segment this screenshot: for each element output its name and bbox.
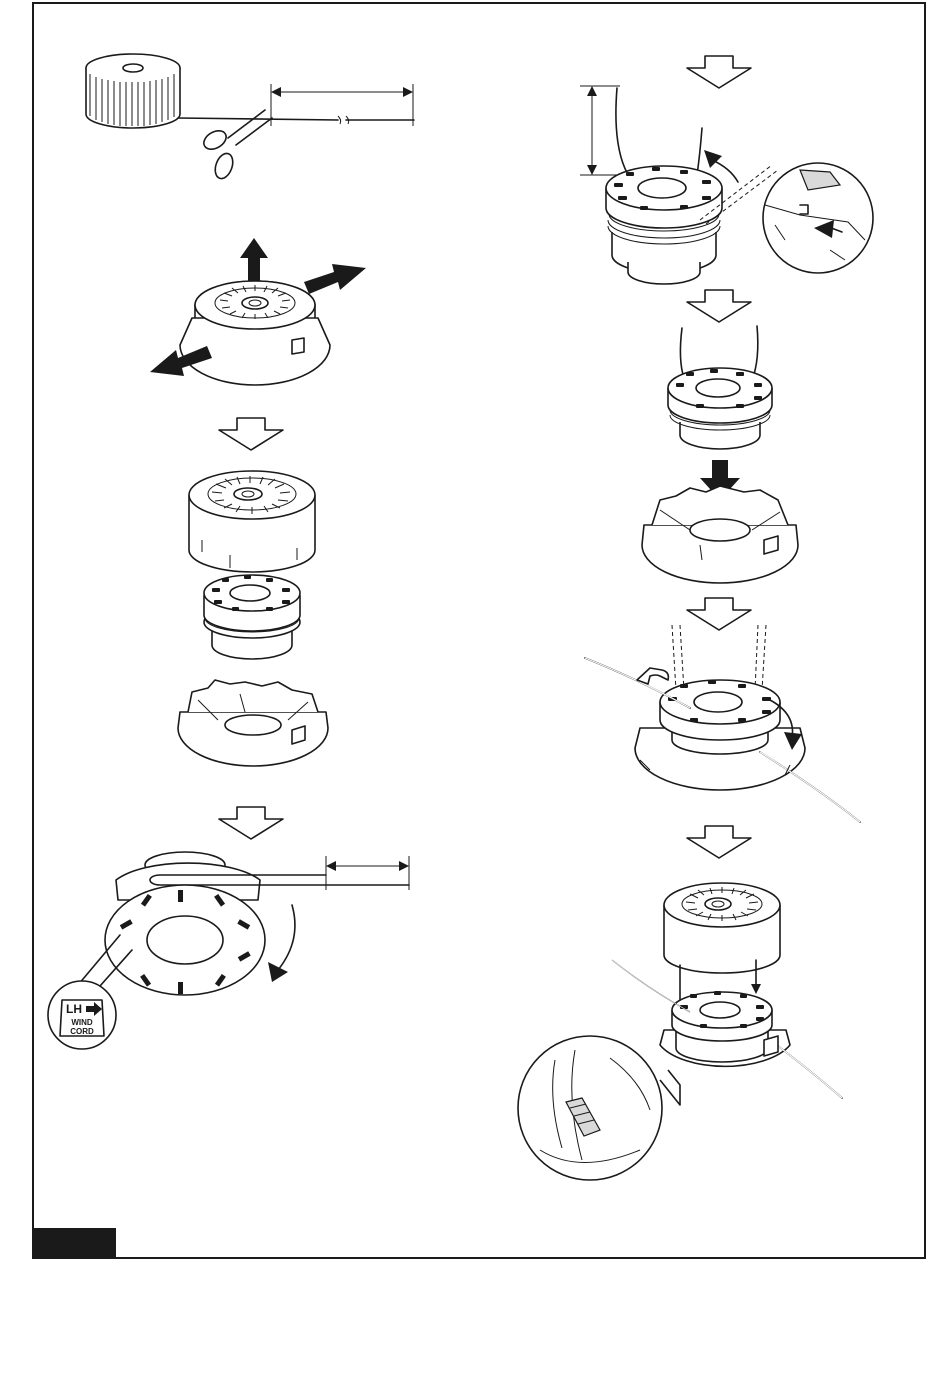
arrow-down-outline-icon: [687, 290, 751, 322]
spool-cover: [189, 471, 315, 572]
height-dimension: [580, 86, 620, 175]
arrow-down-outline-icon: [687, 826, 751, 858]
badge-lh-text: LH: [66, 1002, 82, 1016]
page-number-tab: [33, 1228, 116, 1258]
arrow-down-outline-icon: [687, 598, 751, 630]
spool-housing: [178, 680, 328, 766]
cord-right: [760, 752, 860, 822]
arrow-press-icon: [304, 264, 366, 294]
spool-cover: [664, 883, 780, 973]
scissors-icon: [201, 110, 272, 181]
arrow-down-outline-icon: [687, 56, 751, 88]
step-thread-cord: [580, 86, 873, 284]
step-exploded-view: [178, 471, 328, 766]
step-cut-cord: [86, 54, 414, 181]
badge-wind-text: WIND: [71, 1018, 93, 1027]
cut-cord-line: [178, 118, 414, 120]
cord-spool: [86, 54, 180, 128]
step-insert-spool: [642, 326, 798, 583]
badge-cord-text: CORD: [70, 1027, 94, 1036]
zoom-detail-slot: [763, 163, 873, 273]
arrow-down-outline-icon: [219, 807, 283, 839]
step-replace-cover: [518, 883, 842, 1180]
spool: [204, 575, 300, 659]
hook-arrow-icon: [637, 668, 668, 684]
lh-wind-cord-badge: LH WIND CORD: [48, 981, 116, 1049]
step-route-cords: [585, 625, 860, 822]
arrow-down-outline-icon: [219, 418, 283, 450]
zoom-detail-latch: [518, 1036, 662, 1180]
step-remove-cover: [150, 238, 366, 385]
rotate-arrow-icon: [278, 905, 295, 970]
step-wind-cord: [78, 852, 409, 995]
